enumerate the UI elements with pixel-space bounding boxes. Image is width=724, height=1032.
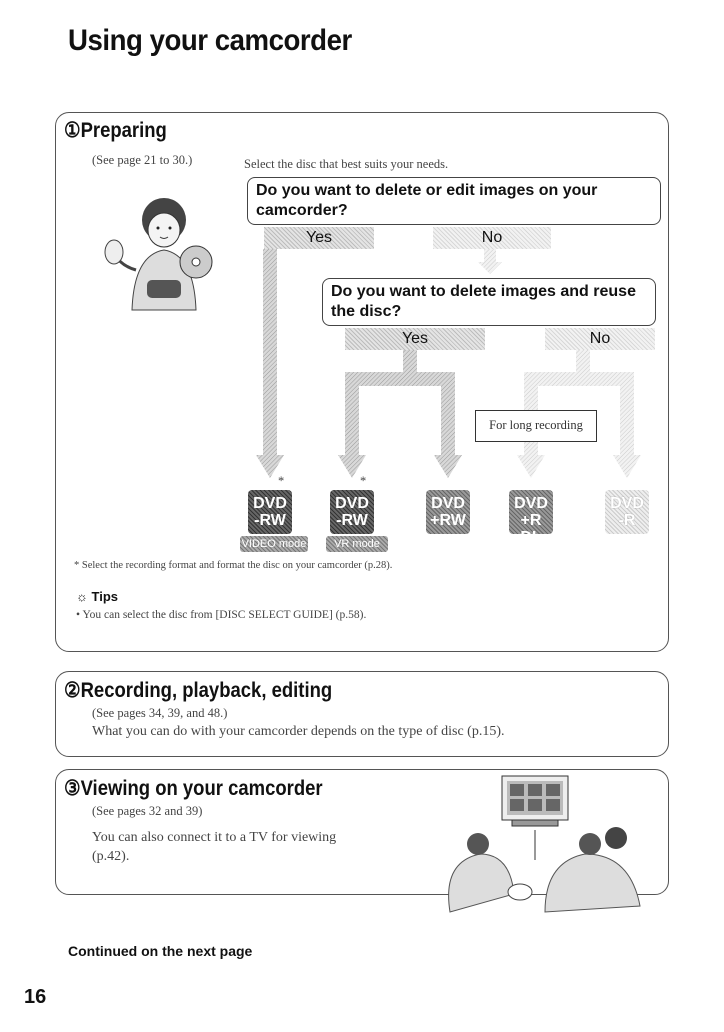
person-with-disc-illustration (104, 198, 213, 311)
tip-item: • You can select the disc from [DISC SEL… (76, 609, 367, 621)
disc-dvd-rw-video: DVD-RW (248, 490, 292, 534)
disc-dvd-plus-rw: DVD+RW (426, 490, 470, 534)
lightbulb-icon: ☼ (76, 589, 88, 604)
long-recording-label: For long recording (475, 410, 597, 442)
question-delete-edit: Do you want to delete or edit images on … (247, 177, 661, 225)
viewing-text-line1: You can also connect it to a TV for view… (92, 830, 337, 845)
preparing-ref: (See page 21 to 30.) (92, 153, 193, 167)
recording-ref: (See pages 34, 39, and 48.) (92, 706, 228, 720)
viewing-text-line2: (p.42). (92, 849, 130, 864)
disc-dvd-plus-r-dl: DVD+R DL (509, 490, 553, 546)
tips-heading: ☼ Tips (76, 589, 119, 604)
footnote: * Select the recording format and format… (74, 560, 393, 571)
flow-arrows (256, 249, 641, 478)
answer-yes-q2: Yes (345, 328, 485, 350)
video-mode-badge: VIDEO mode (240, 536, 308, 552)
recording-text: What you can do with your camcorder depe… (92, 724, 505, 739)
continued-note: Continued on the next page (68, 943, 253, 959)
vr-mode-badge: VR mode (326, 536, 388, 552)
answer-no-q1: No (433, 227, 551, 249)
viewing-ref: (See pages 32 and 39) (92, 804, 203, 818)
page-title: Using your camcorder (68, 24, 352, 57)
preparing-title: ①Preparing (64, 119, 167, 142)
recording-title: ②Recording, playback, editing (64, 679, 333, 702)
answer-no-q2: No (545, 328, 655, 350)
disc-dvd-r: DVD-R (605, 490, 649, 534)
recording-panel (55, 671, 669, 757)
section-number: ① (64, 119, 81, 142)
viewing-title: ③Viewing on your camcorder (64, 777, 323, 800)
section-number: ③ (64, 777, 81, 800)
family-watching-tv-illustration (448, 775, 641, 913)
question-delete-reuse: Do you want to delete images and reuse t… (322, 278, 656, 326)
disc-dvd-rw-vr: DVD-RW (330, 490, 374, 534)
section-number: ② (64, 679, 81, 702)
preparing-instruction: Select the disc that best suits your nee… (244, 157, 449, 171)
asterisk-mark: * (360, 474, 367, 488)
answer-yes-q1: Yes (264, 227, 374, 249)
asterisk-mark: * (278, 474, 285, 488)
page-number: 16 (24, 986, 47, 1008)
